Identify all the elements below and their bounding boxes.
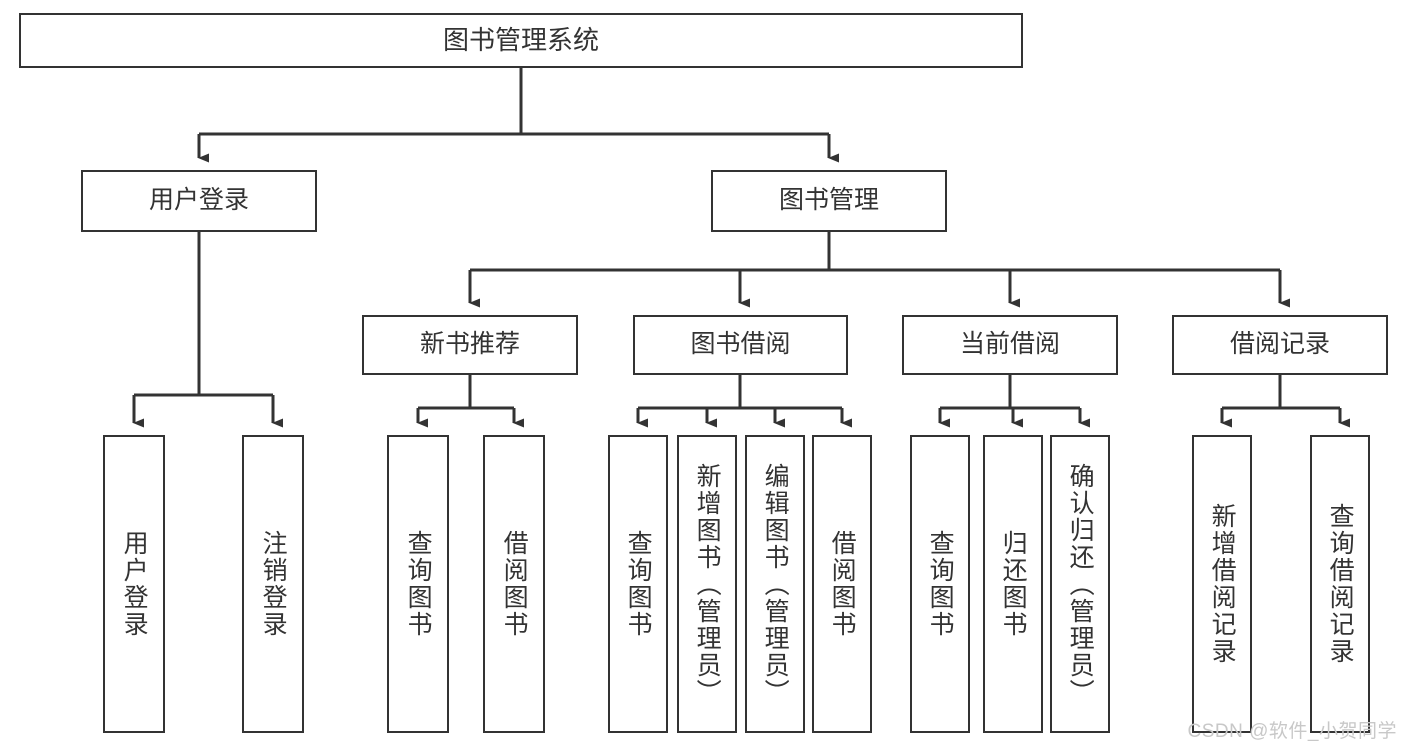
leaf-logout-login[interactable]: 注销登录 [242,435,304,733]
node-label: 图书借阅 [690,330,791,359]
node-borrow-record[interactable]: 借阅记录 [1172,315,1388,375]
node-label: 新增图书（管理员） [693,462,722,706]
node-book-borrow[interactable]: 图书借阅 [633,315,848,375]
node-label: 图书管理 [778,186,879,215]
node-label: 编辑图书（管理员） [761,462,790,706]
node-label: 借阅记录 [1229,330,1330,359]
node-current-borrow[interactable]: 当前借阅 [902,315,1118,375]
connector-new-book-to-leaves [416,375,524,428]
node-label: 借阅图书 [500,530,529,638]
node-label: 注销登录 [259,530,288,638]
node-label: 用户登录 [120,530,149,638]
node-label: 借阅图书 [828,530,857,638]
leaf-user-login[interactable]: 用户登录 [103,435,165,733]
node-label: 确认归还（管理员） [1066,462,1095,706]
node-label: 查询图书 [624,530,653,638]
leaf-borrow-book-new-recommend[interactable]: 借阅图书 [483,435,545,733]
node-root-book-management-system[interactable]: 图书管理系统 [19,13,1023,68]
node-label: 用户登录 [148,186,249,215]
node-label: 归还图书 [999,530,1028,638]
leaf-return-book[interactable]: 归还图书 [983,435,1043,733]
leaf-add-borrow-record[interactable]: 新增借阅记录 [1192,435,1252,733]
node-book-management[interactable]: 图书管理 [711,170,947,232]
node-user-login[interactable]: 用户登录 [81,170,317,232]
connector-borrow-record-to-leaves [1220,375,1350,428]
connector-book-borrow-to-leaves [636,375,852,428]
node-label: 查询图书 [404,530,433,638]
leaf-query-book-new-recommend[interactable]: 查询图书 [387,435,449,733]
node-label: 查询借阅记录 [1326,503,1355,665]
leaf-query-book-current[interactable]: 查询图书 [910,435,970,733]
leaf-query-book-borrow[interactable]: 查询图书 [608,435,668,733]
node-label: 当前借阅 [959,330,1060,359]
node-label: 新书推荐 [419,330,520,359]
leaf-edit-book-admin[interactable]: 编辑图书（管理员） [745,435,805,733]
connector-book-manage-to-level3 [468,232,1290,308]
node-new-book-recommend[interactable]: 新书推荐 [362,315,578,375]
connector-root-to-level2 [197,68,839,163]
connector-current-borrow-to-leaves [938,375,1090,428]
leaf-borrow-book[interactable]: 借阅图书 [812,435,872,733]
leaf-query-borrow-record[interactable]: 查询借阅记录 [1310,435,1370,733]
leaf-add-book-admin[interactable]: 新增图书（管理员） [677,435,737,733]
leaf-confirm-return-admin[interactable]: 确认归还（管理员） [1050,435,1110,733]
node-label: 新增借阅记录 [1208,503,1237,665]
connector-user-login-to-leaves [132,232,283,428]
node-label: 查询图书 [926,530,955,638]
node-label: 图书管理系统 [442,25,599,56]
